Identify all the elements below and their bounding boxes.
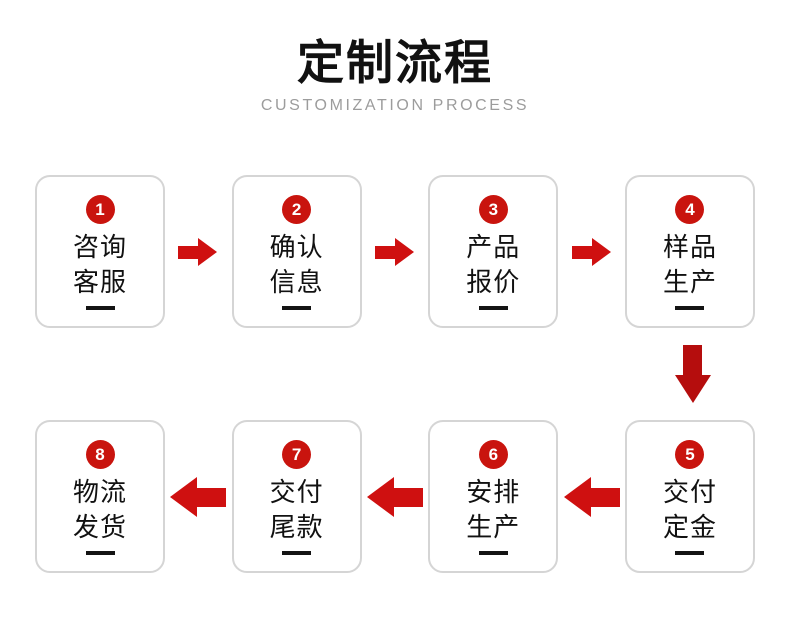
step-label-line-1: 咨询: [72, 232, 127, 262]
step-label-line-2: 发货: [72, 511, 127, 542]
arrow-right-icon: [178, 237, 218, 266]
step-number-badge: 6: [478, 440, 508, 469]
step-label: 确认 信息: [270, 230, 324, 299]
step-number-badge: 3: [478, 195, 508, 224]
step-number-badge: 1: [85, 195, 115, 224]
step-label: 产品 报价: [466, 230, 520, 299]
arrow-head: [675, 375, 711, 403]
page-title: 定制流程: [297, 36, 493, 89]
arrow-head: [198, 237, 218, 266]
step-label-line-2: 生产: [466, 511, 521, 542]
arrow-shaft: [374, 245, 397, 259]
step-box-8[interactable]: 8 物流 发货: [35, 420, 165, 573]
step-label-line-2: 定金: [662, 511, 717, 542]
page-subtitle: CUSTOMIZATION PROCESS: [260, 97, 530, 115]
step-number-badge: 8: [85, 440, 115, 469]
arrow-left-icon: [170, 476, 227, 517]
step-number-badge: 5: [675, 440, 705, 469]
arrow-shaft: [178, 245, 201, 259]
step-label: 交付 定金: [663, 475, 717, 544]
arrow-down-icon: [675, 345, 715, 407]
step-box-1[interactable]: 1 咨询 客服: [35, 175, 165, 328]
step-underline: [282, 306, 312, 311]
arrow-left-icon: [366, 476, 423, 517]
arrow-head: [563, 476, 591, 517]
step-label-line-1: 产品: [466, 232, 521, 262]
arrow-shaft: [683, 345, 702, 379]
step-label: 咨询 客服: [73, 230, 127, 299]
step-label-line-1: 交付: [662, 477, 717, 507]
step-box-4[interactable]: 4 样品 生产: [624, 175, 755, 328]
process-row-top: 1 咨询 客服 2 确认 信息 3 产品 报价 4: [35, 175, 755, 328]
step-underline: [85, 306, 115, 311]
arrow-head: [394, 237, 414, 266]
step-label-line-2: 客服: [72, 266, 127, 297]
step-underline: [282, 551, 312, 556]
step-label-line-1: 物流: [72, 477, 127, 507]
step-box-6[interactable]: 6 安排 生产: [428, 420, 559, 573]
step-label-line-1: 安排: [466, 477, 521, 507]
arrow-shaft: [587, 487, 620, 507]
arrow-head: [591, 237, 611, 266]
step-underline: [478, 306, 508, 311]
step-box-2[interactable]: 2 确认 信息: [231, 175, 362, 328]
step-label-line-2: 报价: [466, 266, 521, 297]
step-underline: [478, 551, 508, 556]
step-underline: [85, 551, 115, 556]
step-label: 安排 生产: [466, 475, 520, 544]
step-label: 交付 尾款: [270, 475, 324, 544]
step-number-badge: 4: [675, 195, 705, 224]
step-label: 物流 发货: [73, 475, 127, 544]
step-label-line-1: 样品: [662, 232, 717, 262]
step-label: 样品 生产: [663, 230, 717, 299]
arrow-shaft: [390, 487, 423, 507]
arrow-head: [170, 476, 198, 517]
arrow-shaft: [194, 487, 227, 507]
arrow-left-icon: [563, 476, 620, 517]
step-underline: [675, 306, 705, 311]
step-label-line-2: 信息: [269, 266, 324, 297]
step-box-3[interactable]: 3 产品 报价: [428, 175, 559, 328]
step-box-7[interactable]: 7 交付 尾款: [231, 420, 362, 573]
step-underline: [675, 551, 705, 556]
arrow-right-icon: [374, 237, 415, 266]
step-label-line-1: 确认: [269, 232, 324, 262]
step-label-line-2: 尾款: [269, 511, 324, 542]
step-box-5[interactable]: 5 交付 定金: [624, 420, 755, 573]
step-number-badge: 7: [282, 440, 312, 469]
step-number-badge: 2: [282, 195, 312, 224]
arrow-shaft: [571, 245, 594, 259]
page-header: 定制流程 CUSTOMIZATION PROCESS: [0, 38, 790, 115]
step-label-line-2: 生产: [662, 266, 717, 297]
process-row-bottom: 8 物流 发货 7 交付 尾款 6 安排 生产 5: [35, 420, 755, 573]
step-label-line-1: 交付: [269, 477, 324, 507]
arrow-right-icon: [571, 237, 612, 266]
arrow-head: [366, 476, 394, 517]
